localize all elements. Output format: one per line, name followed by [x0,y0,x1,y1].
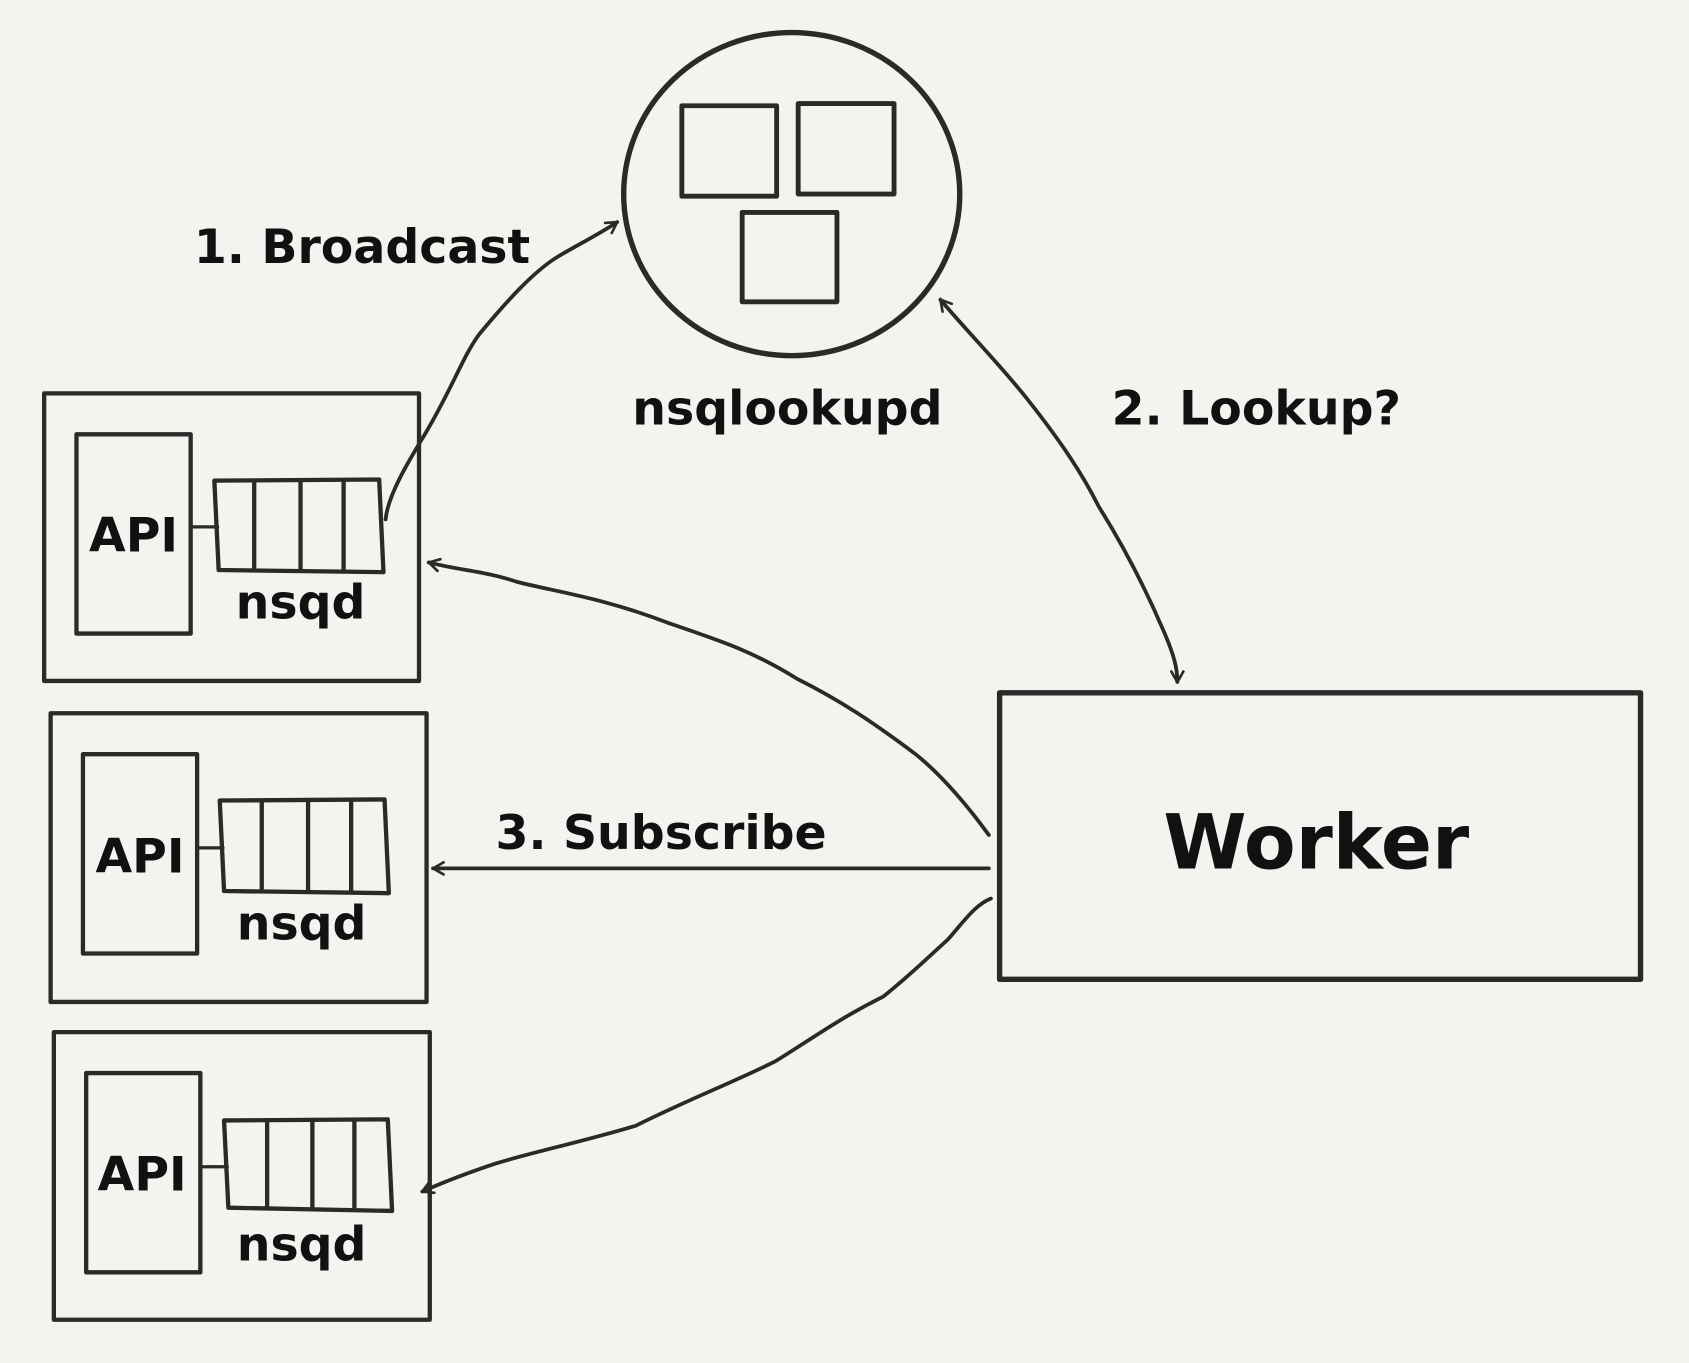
api-label: API [98,1147,187,1202]
api-box [80,752,200,956]
api-label: API [96,830,185,885]
api-box [74,432,193,636]
broadcast-arrow [383,220,620,522]
nsqd-node-3: API nsqd [51,1029,432,1322]
step-lookup-label: 2. Lookup? [1112,382,1401,437]
api-box [84,1070,203,1275]
subscribe-arrow-bottom [420,896,993,1195]
lookup-store-3 [739,209,840,305]
step-subscribe-label: 3. Subscribe [495,806,826,861]
worker-node: Worker [996,690,1644,983]
nsqd-host-box [48,711,429,1005]
nsqd-host-box [51,1029,432,1322]
api-label: API [89,509,178,564]
worker-box [996,690,1644,983]
nsqlookupd-circle [620,29,963,359]
nsqd-label: nsqd [236,575,366,630]
nsqd-node-1: API nsqd [42,391,422,684]
lookup-store-1 [679,103,780,199]
nsqd-label: nsqd [237,1217,367,1272]
nsqd-label: nsqd [237,896,367,951]
message-queue [221,1117,395,1214]
subscribe-arrow-top [426,557,991,837]
nsqd-host-box [42,391,422,684]
nsqd-node-2: API nsqd [48,711,429,1005]
nsqlookupd-node: nsqlookupd [620,29,963,437]
message-queue [212,477,386,575]
nsqlookupd-label: nsqlookupd [632,382,942,437]
worker-label: Worker [1163,798,1469,886]
message-queue [217,797,392,896]
lookup-arrow [938,297,1185,684]
lookup-store-2 [795,101,897,197]
step-broadcast-label: 1. Broadcast [194,220,530,275]
